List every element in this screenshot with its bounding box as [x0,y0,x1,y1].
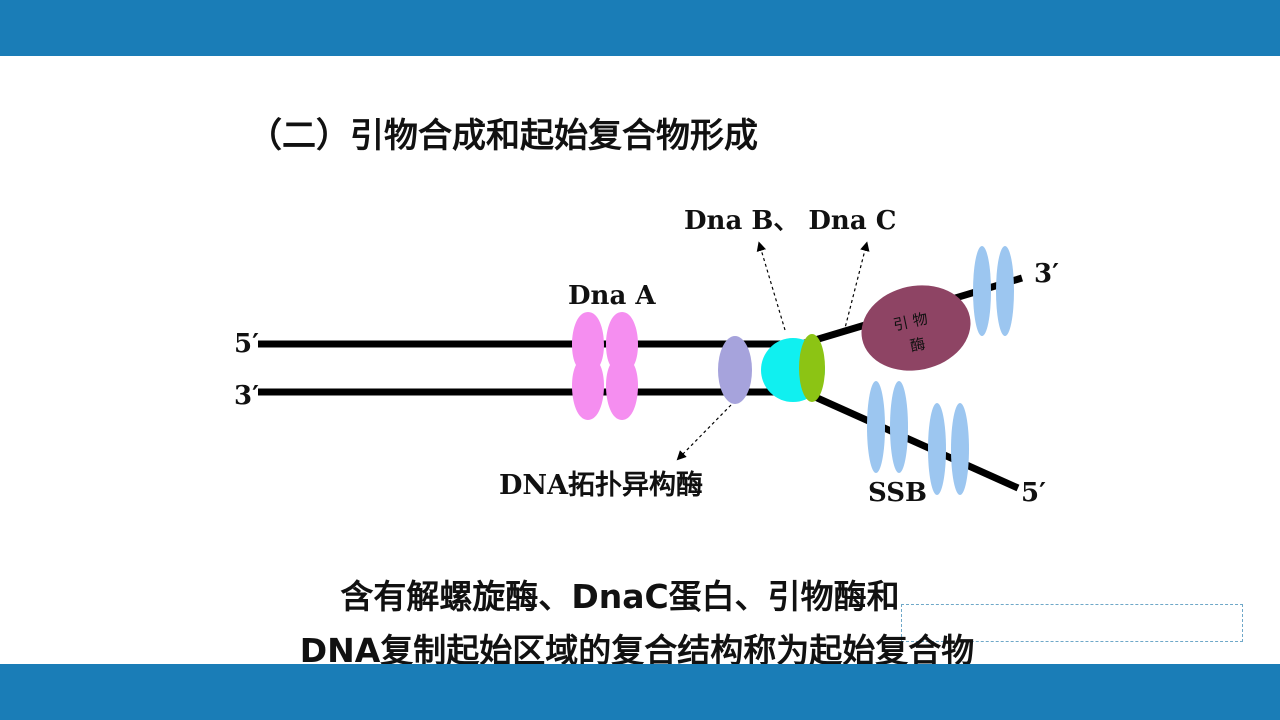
placeholder-frame [901,604,1243,642]
dna-b-c-label: Dna B、 Dna C [684,206,896,236]
footer-bar [0,664,1280,720]
header-bar [0,0,1280,56]
upper-fork-3prime-label: 3′ [1034,259,1059,289]
ssb-label: SSB [868,478,927,508]
dnab-pointer-arrow [756,241,786,331]
dnac-pointer-arrow [843,241,870,333]
ssb-upper-pair [973,246,1014,336]
topoisomerase-label: DNA拓扑异构酶 [499,470,703,501]
primase-protein [861,285,971,371]
topoisomerase-protein [718,336,752,404]
dna-a-protein [572,312,638,420]
ssb-lower-pair-2 [928,403,969,495]
ssb-lower-pair-1 [867,381,908,473]
slide-title: （二）引物合成和起始复合物形成 [248,116,758,156]
caption-line-1: 含有解螺旋酶、DnaC蛋白、引物酶和 [340,577,900,616]
dna-a-label: Dna A [568,281,656,311]
lower-fork-5prime-label: 5′ [1021,478,1046,508]
dnac-protein [799,334,825,402]
primase-label-line2: 酶 [908,335,926,356]
topoisomerase-pointer-arrow [676,404,732,461]
caption-line-2: DNA复制起始区域的复合结构称为起始复合物 [299,631,975,670]
strand-top-5prime-label: 5′ [234,329,259,359]
strand-bottom-3prime-label: 3′ [234,381,259,411]
